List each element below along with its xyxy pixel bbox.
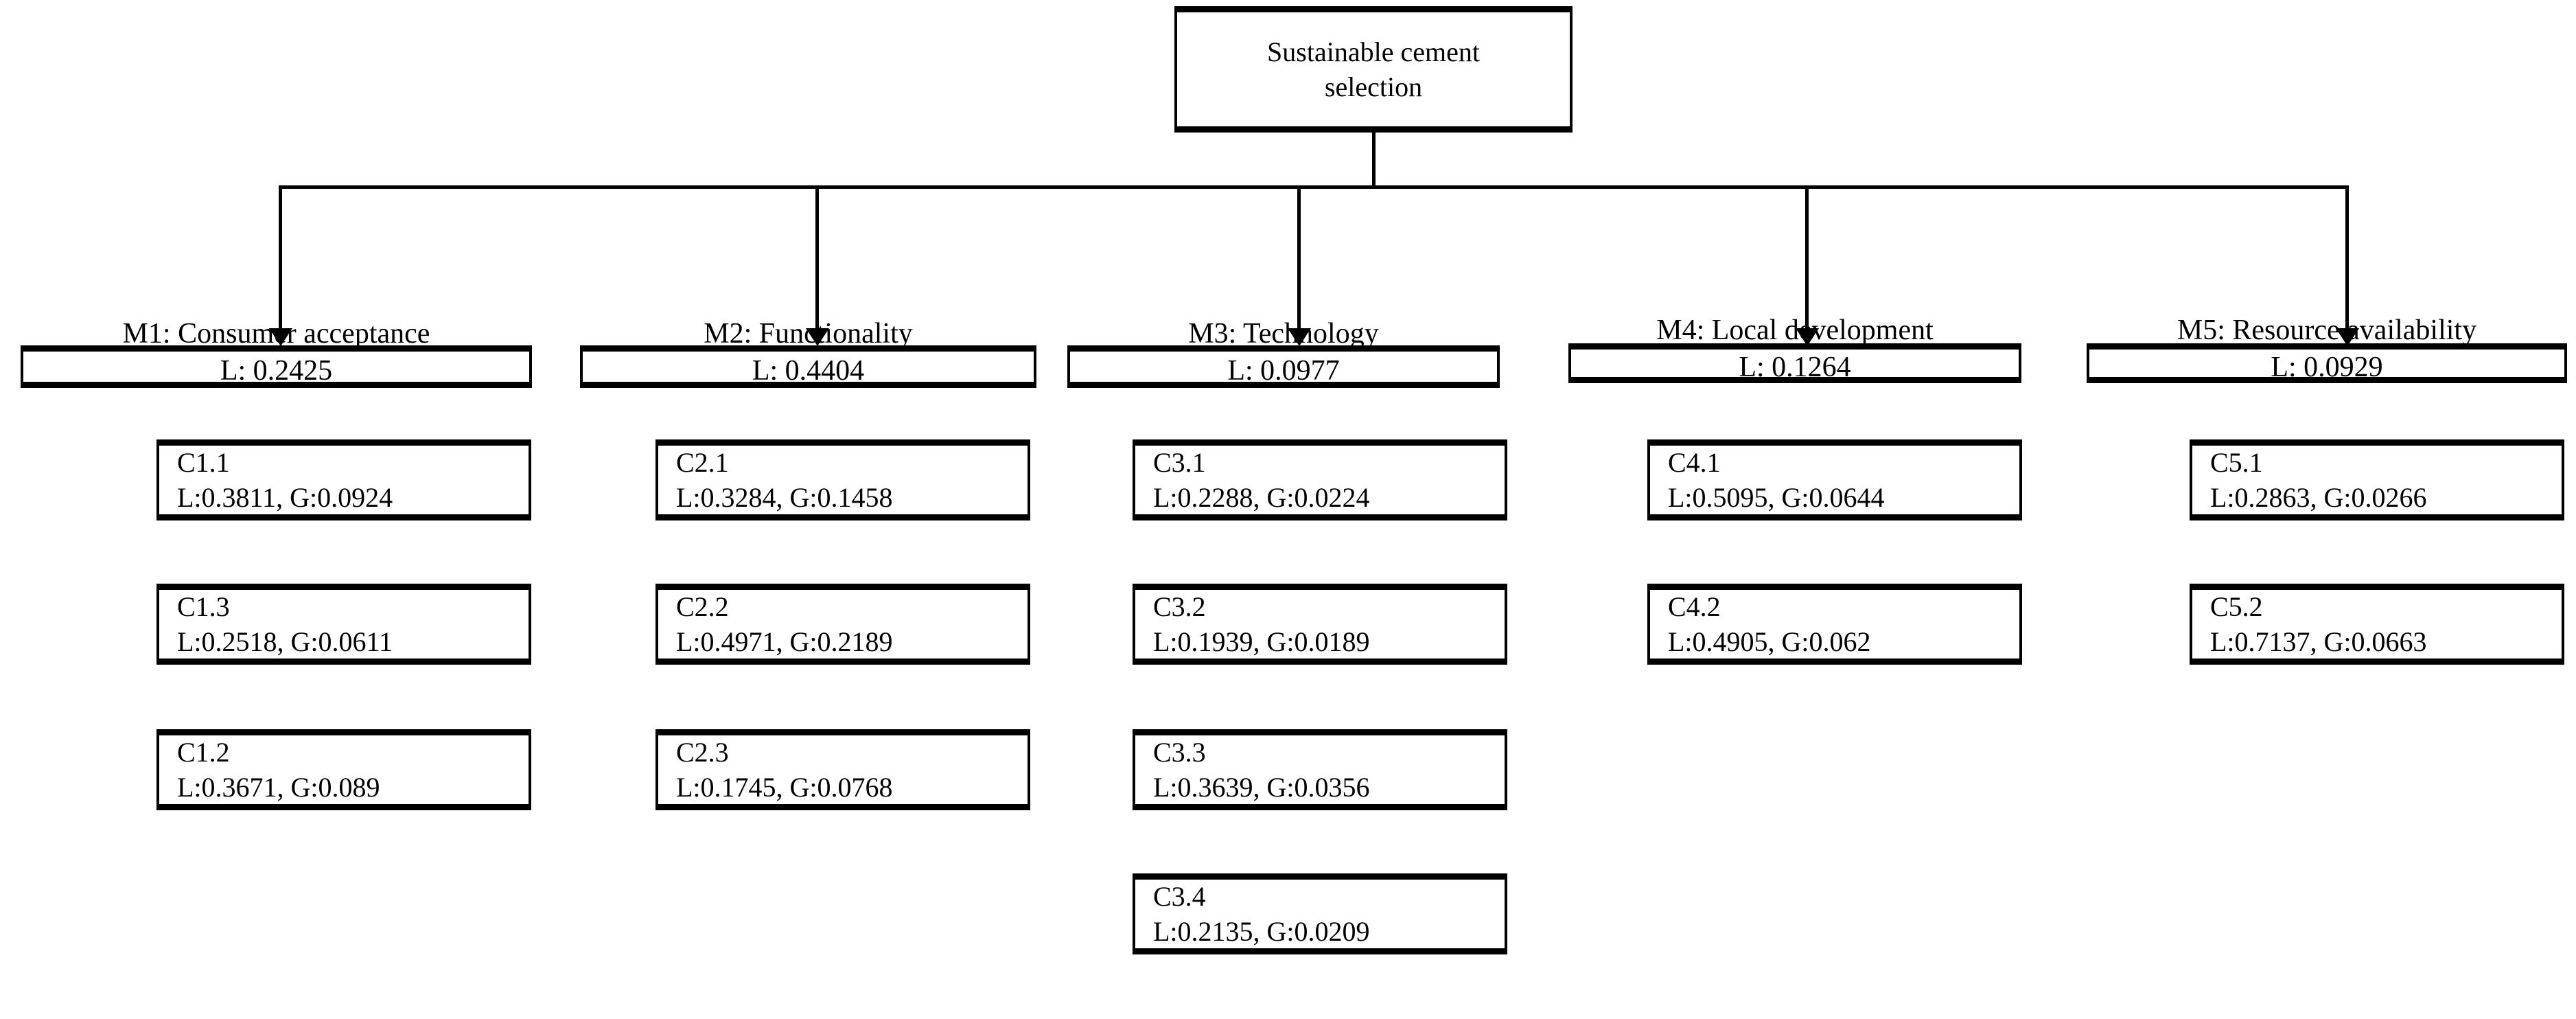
subcriteria-node-c3-2[interactable]: C3.2 L:0.1939, G:0.0189 <box>1133 584 1507 665</box>
subcriteria-node-c3-4-id: C3.4 <box>1153 880 1206 912</box>
subcriteria-node-c1-3-id: C1.3 <box>177 591 230 622</box>
subcriteria-node-c2-1-id: C2.1 <box>676 446 729 478</box>
subcriteria-node-c3-1-id: C3.1 <box>1153 446 1206 478</box>
subcriteria-node-c4-2-weights: L:0.4905, G:0.062 <box>1668 626 1871 657</box>
criteria-node-m1[interactable]: M1: Consumer acceptance L: 0.2425 <box>21 318 532 388</box>
subcriteria-node-c4-2-id: C4.2 <box>1668 591 1721 622</box>
subcriteria-node-c2-2-weights: L:0.4971, G:0.2189 <box>676 626 893 657</box>
subcriteria-node-c1-1-id: C1.1 <box>177 446 230 478</box>
subcriteria-node-c1-2-weights: L:0.3671, G:0.089 <box>177 772 380 803</box>
subcriteria-node-c2-1-weights: L:0.3284, G:0.1458 <box>676 482 893 513</box>
subcriteria-node-c2-2-id: C2.2 <box>676 591 729 622</box>
subcriteria-node-c4-1-id: C4.1 <box>1668 446 1721 478</box>
criteria-node-m4[interactable]: M4: Local development L: 0.1264 <box>1568 314 2021 383</box>
connector-drop-m4 <box>1805 185 1809 331</box>
criteria-node-m5[interactable]: M5: Resource availability L: 0.0929 <box>2087 314 2567 383</box>
subcriteria-node-c3-3[interactable]: C3.3 L:0.3639, G:0.0356 <box>1133 729 1507 810</box>
criteria-node-m3[interactable]: M3: Technology L: 0.0977 <box>1067 318 1500 388</box>
criteria-node-m2-weight: L: 0.4404 <box>752 355 865 387</box>
arrowhead-m1 <box>269 328 292 346</box>
subcriteria-node-c4-1-weights: L:0.5095, G:0.0644 <box>1668 482 1885 513</box>
subcriteria-node-c3-2-weights: L:0.1939, G:0.0189 <box>1153 626 1370 657</box>
subcriteria-node-c2-3-weights: L:0.1745, G:0.0768 <box>676 772 893 803</box>
subcriteria-node-c5-2-id: C5.2 <box>2210 591 2263 622</box>
criteria-node-m2[interactable]: M2: Functionality L: 0.4404 <box>580 318 1036 388</box>
subcriteria-node-c5-1-id: C5.1 <box>2210 446 2263 478</box>
subcriteria-node-c1-1-weights: L:0.3811, G:0.0924 <box>177 482 393 513</box>
subcriteria-node-c3-3-id: C3.3 <box>1153 736 1206 768</box>
connector-drop-m5 <box>2345 185 2349 331</box>
arrowhead-m4 <box>1796 328 1819 346</box>
goal-node-line-1: Sustainable cement <box>1267 36 1480 67</box>
subcriteria-node-c3-1[interactable]: C3.1 L:0.2288, G:0.0224 <box>1133 439 1507 520</box>
connector-drop-m1 <box>279 185 282 331</box>
criteria-node-m2-name: M2: Functionality <box>704 318 913 350</box>
goal-node-line-2: selection <box>1324 71 1423 102</box>
subcriteria-node-c5-2[interactable]: C5.2 L:0.7137, G:0.0663 <box>2190 584 2564 665</box>
subcriteria-node-c5-1-weights: L:0.2863, G:0.0266 <box>2210 482 2427 513</box>
subcriteria-node-c4-1[interactable]: C4.1 L:0.5095, G:0.0644 <box>1647 439 2022 520</box>
subcriteria-node-c5-2-weights: L:0.7137, G:0.0663 <box>2210 626 2427 657</box>
subcriteria-node-c4-2[interactable]: C4.2 L:0.4905, G:0.062 <box>1647 584 2022 665</box>
subcriteria-node-c1-3[interactable]: C1.3 L:0.2518, G:0.0611 <box>156 584 531 665</box>
criteria-node-m1-weight: L: 0.2425 <box>220 355 333 387</box>
criteria-node-m3-weight: L: 0.0977 <box>1227 355 1340 387</box>
subcriteria-node-c2-3-id: C2.3 <box>676 736 729 768</box>
connector-drop-m3 <box>1297 185 1301 331</box>
arrowhead-m5 <box>2336 328 2359 346</box>
criteria-node-m3-name: M3: Technology <box>1188 318 1379 350</box>
subcriteria-node-c1-2[interactable]: C1.2 L:0.3671, G:0.089 <box>156 729 531 810</box>
criteria-node-m1-name: M1: Consumer acceptance <box>122 318 430 350</box>
subcriteria-node-c1-3-weights: L:0.2518, G:0.0611 <box>177 626 393 657</box>
subcriteria-node-c2-1[interactable]: C2.1 L:0.3284, G:0.1458 <box>655 439 1030 520</box>
arrowhead-m2 <box>806 328 829 346</box>
subcriteria-node-c1-1[interactable]: C1.1 L:0.3811, G:0.0924 <box>156 439 531 520</box>
subcriteria-node-c2-2[interactable]: C2.2 L:0.4971, G:0.2189 <box>655 584 1030 665</box>
subcriteria-node-c2-3[interactable]: C2.3 L:0.1745, G:0.0768 <box>655 729 1030 810</box>
connector-drop-m2 <box>815 185 819 331</box>
arrowhead-m3 <box>1288 328 1311 346</box>
subcriteria-node-c3-3-weights: L:0.3639, G:0.0356 <box>1153 772 1370 803</box>
criteria-node-m4-weight: L: 0.1264 <box>1739 352 1851 383</box>
subcriteria-node-c3-2-id: C3.2 <box>1153 591 1206 622</box>
subcriteria-node-c5-1[interactable]: C5.1 L:0.2863, G:0.0266 <box>2190 439 2564 520</box>
criteria-node-m5-name: M5: Resource availability <box>2177 314 2477 347</box>
criteria-node-m4-name: M4: Local development <box>1656 314 1934 347</box>
criteria-node-m5-weight: L: 0.0929 <box>2271 352 2383 383</box>
connector-bus <box>279 185 2349 189</box>
subcriteria-node-c3-4[interactable]: C3.4 L:0.2135, G:0.0209 <box>1133 873 1507 954</box>
connector-goal-stem <box>1372 133 1376 189</box>
subcriteria-node-c3-1-weights: L:0.2288, G:0.0224 <box>1153 482 1370 513</box>
goal-node[interactable]: Sustainable cement selection <box>1174 6 1573 133</box>
subcriteria-node-c3-4-weights: L:0.2135, G:0.0209 <box>1153 916 1370 947</box>
subcriteria-node-c1-2-id: C1.2 <box>177 736 230 768</box>
